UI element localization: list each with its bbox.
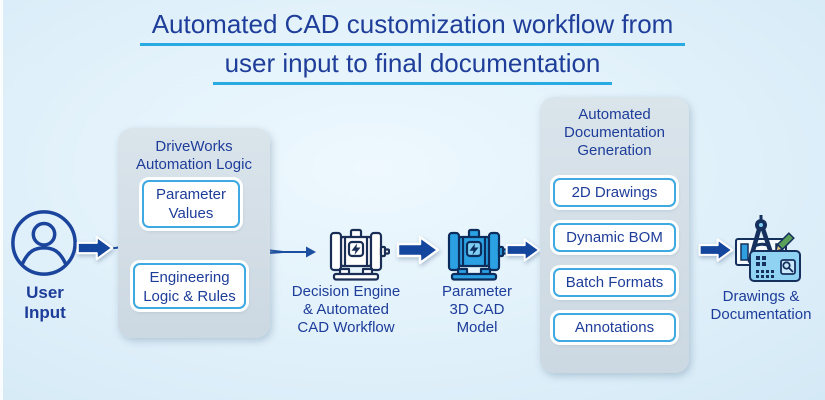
user-icon bbox=[11, 210, 77, 276]
batch-formats-node: Batch Formats bbox=[553, 268, 676, 297]
drawings-documentation-label: Drawings & Documentation bbox=[710, 288, 812, 323]
driveworks-automation-box: DriveWorks Automation Logic Parameter Va… bbox=[118, 128, 270, 338]
block-arrow-icon bbox=[505, 238, 541, 262]
annotations-node: Annotations bbox=[553, 313, 676, 342]
arrowhead-into-decision-engine bbox=[306, 246, 316, 258]
magnifier-icon bbox=[780, 259, 796, 275]
dynamic-bom-node: Dynamic BOM bbox=[553, 223, 676, 252]
documentation-box-title: Automated Documentation Generation bbox=[564, 106, 665, 159]
parametric-3d-cad-model-label: Parameter 3D CAD Model bbox=[441, 283, 513, 336]
driveworks-box-title: DriveWorks Automation Logic bbox=[136, 138, 252, 173]
automated-documentation-box: Automated Documentation Generation 2D Dr… bbox=[540, 97, 689, 373]
user-input-label: User Input bbox=[24, 283, 66, 322]
title-line-2: user input to final documentation bbox=[212, 48, 613, 85]
drafting-documents-icon bbox=[735, 215, 801, 282]
electric-motor-icon bbox=[329, 228, 390, 281]
electric-motor-3d-icon bbox=[447, 228, 508, 281]
left-edge-strip bbox=[0, 0, 3, 400]
block-arrow-icon bbox=[396, 235, 440, 265]
parameter-values-node: Parameter Values bbox=[142, 180, 240, 228]
engineering-logic-rules-node: Engineering Logic & Rules bbox=[133, 263, 246, 309]
decision-engine-label: Decision Engine & Automated CAD Workflow bbox=[291, 283, 401, 336]
title-line-1: Automated CAD customization workflow fro… bbox=[139, 9, 686, 46]
block-arrow-icon bbox=[698, 238, 734, 262]
2d-drawings-node: 2D Drawings bbox=[553, 178, 676, 207]
pencil-icon bbox=[775, 232, 795, 252]
diagram-title: Automated CAD customization workflow fro… bbox=[0, 9, 825, 87]
blueprint-detail-marks bbox=[756, 256, 774, 278]
block-arrow-icon bbox=[76, 235, 114, 261]
